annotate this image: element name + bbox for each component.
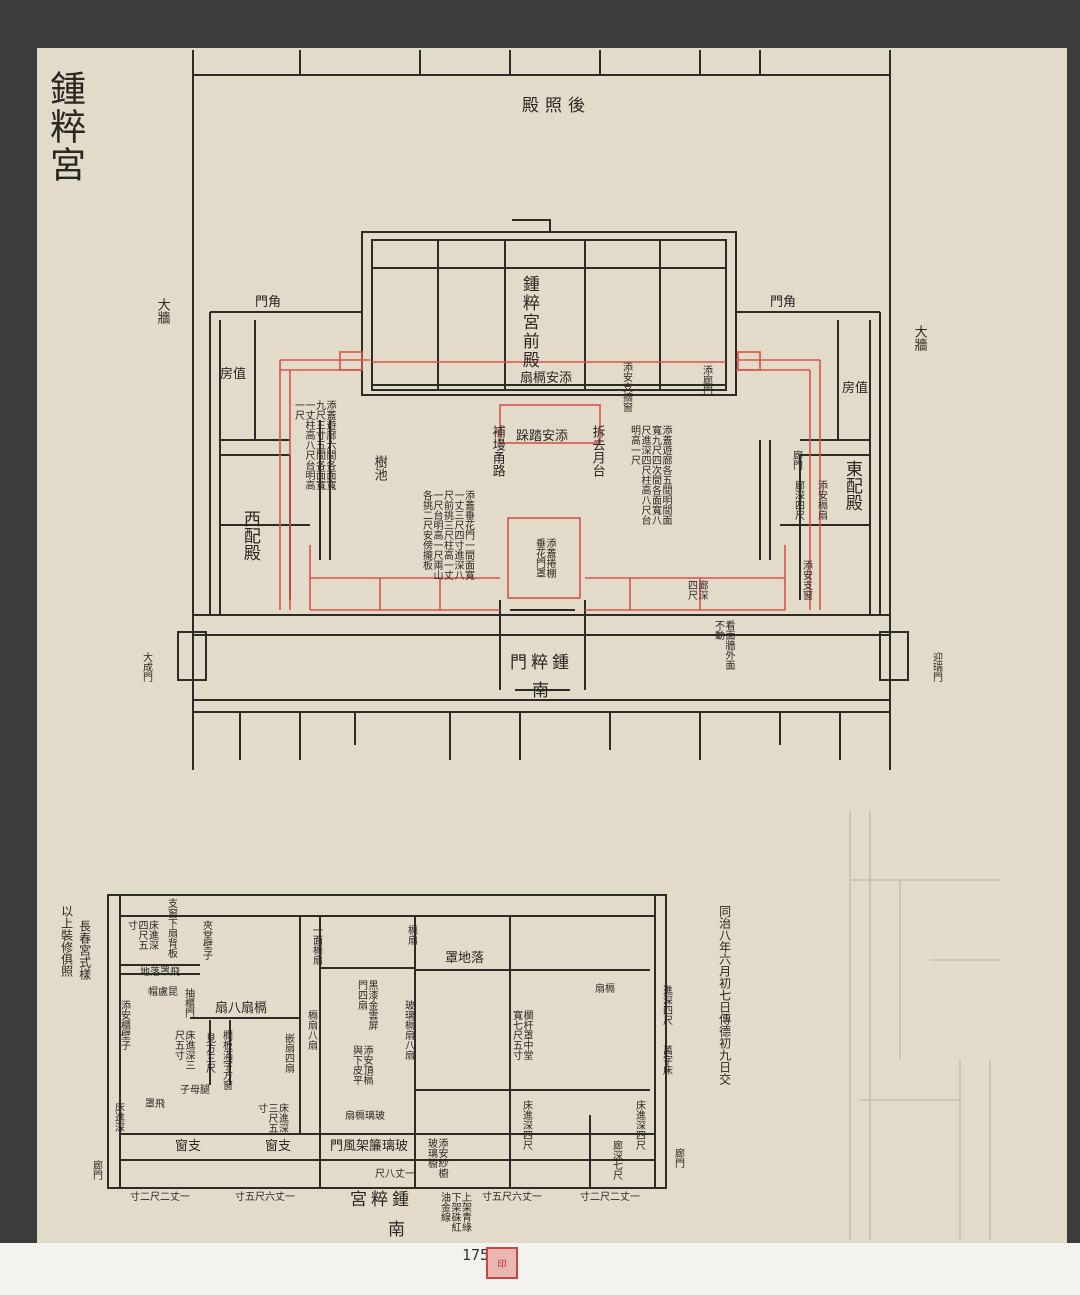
plan-label: 玻璃簾架風門 [330,1139,409,1154]
steps-label: 添安踏跺 [516,429,569,444]
left-duty-room: 值房 [220,367,247,382]
rear-hall-label: 後照殿 [522,96,591,116]
faint-sketch [849,810,1000,1240]
page-footer [0,1243,1080,1295]
plan-label: 黑漆金雲屏門四扇 [355,980,378,1030]
plan-label: 廊深七尺 [610,1140,622,1180]
plan-label: 夾堂壁子 [200,920,212,960]
building-label: 鍾粹宮 [350,1190,413,1210]
collection-seal: 印 [486,1247,518,1279]
south-label-upper: 南 [532,681,549,701]
plan-label: 飛罩 [145,1099,165,1110]
plan-label: 槅扇八扇 [215,1001,268,1016]
plan-label: 支窗 [265,1139,292,1154]
date-note: 同治八年六月初七日傳德初九日交 [717,905,732,1085]
right-gate-label: 迎瑞門 [930,652,942,682]
plan-label: 添安紗櫥玻璃櫥 [425,1138,448,1178]
plan-label: 一面槅扇 [310,925,322,965]
plan-label: 床進深四尺 [633,1100,645,1150]
left-wall-label: 大牆 [154,298,170,324]
left-gate-label: 大成門 [140,652,152,682]
plan-label: 欄杆罩中堂寬七尺五寸 [510,1010,533,1060]
plan-label: 床進深四尺五寸 [125,920,158,950]
right-wall-label: 大牆 [911,325,927,351]
rear-wall [192,50,891,770]
plan-label: 床進深 [112,1102,124,1132]
east-corridor-depth: 廊深四尺 [792,480,804,520]
red-additions [279,351,821,611]
east-hall-label: 東配殿 [841,460,862,511]
right-duty-room: 值房 [842,381,869,396]
east-partition-label: 添安槅扇 [815,480,827,520]
plan-label: 廊門 [90,1160,102,1180]
plan-label: 玻璃槅扇 [345,1111,385,1122]
plan-label: 欄板滿字方窗 [220,1030,232,1090]
plan-label: 進深四尺 [660,985,672,1025]
plan-label: 床進深四尺 [520,1100,532,1150]
plan-label: 床進深三尺五寸 [255,1103,288,1133]
plan-label: 飛罩落地 [140,967,180,978]
dimension-4: 一丈二尺二寸 [580,1192,640,1203]
dimension-center: 一丈八尺 [375,1169,415,1180]
plan-label: 槅扇 [405,925,417,945]
partition-label: 添安槅扇 [520,371,573,386]
east-window-label: 添安支窗 [800,560,812,600]
plan-label: 玻璃槅扇八扇 [402,1000,414,1060]
plan-label: 嵌扇四扇 [282,1033,294,1073]
plan-label: 槅扇 [595,984,615,995]
wall-note: 看面牆外面不動 [712,620,735,670]
plan-label: 落地罩 [445,951,485,966]
drawing-title: 鍾粹宮 [44,70,85,184]
east-veranda-note: 添蓋遊廊各五間明間面寬九尺四次間各面寬八尺進深四尺柱高八尺台明高一尺 [628,425,672,525]
plan-label: 抽櫃門 [182,988,194,1018]
left-corner-gate: 角門 [255,295,282,310]
plan-label: 添安頂槅與下皮平 [350,1045,373,1085]
dimension-1: 一丈二尺二寸 [130,1192,190,1203]
south-label-lower: 南 [388,1220,405,1240]
east-corridor-door: 廊門 [790,450,802,470]
plan-label: 昆盧帽 [148,987,178,998]
side-note-2: 長春宮式樣 [77,920,92,980]
paper-sheet [37,48,1067,1243]
west-hall-label: 西配殿 [239,510,260,561]
finish-note: 上架青綠下架硃紅油金線 [438,1192,471,1232]
front-hall-label: 鍾粹宮前殿 [518,275,539,370]
corridor-door-label: 添廊門 [700,365,712,395]
flower-gate-label: 添蓋捲棚垂花門罩 [533,538,556,578]
plan-label: 支窗下扇背板 [165,898,177,958]
lower-floor-plan [107,894,667,1189]
paved-path-label: 補墁甬路 [489,425,505,477]
plan-label: 支窗 [175,1139,202,1154]
right-gate-outline [879,631,909,681]
page-number: 175 [462,1246,490,1264]
corridor-depth-label: 廊深四尺 [685,580,708,600]
plan-label: 槅扇八扇 [305,1010,317,1050]
left-gate-outline [177,631,207,681]
plan-label: 添安櫃壁子 [118,1000,130,1050]
window-note: 添安支摘窗 [620,362,632,412]
plan-label: 子母腿 [180,1085,210,1096]
dimension-2: 一丈六尺五寸 [235,1192,295,1203]
side-note-1: 以上裝修俱照 [59,905,74,977]
plan-label: 見方三尺 [203,1033,215,1073]
plan-label: 廊門 [672,1148,684,1168]
plan-label: 萬字床 [660,1045,672,1075]
main-gate-label: 鍾粹門 [510,653,573,673]
plan-label: 床進深三尺五寸 [172,1030,195,1070]
west-veranda-note: 添蓋遊廊六間各面寬九尺三寸五間各面寬一丈柱高八尺台明高一尺 [292,400,336,490]
right-corner-gate: 角門 [770,295,797,310]
dimension-3: 一丈六尺五寸 [482,1192,542,1203]
tree-bed-label: 樹池 [371,455,387,481]
remove-terrace-label: 拆去月台 [589,425,605,477]
flower-gate-note: 添蓋垂花門一間面寬一丈三尺四寸進深八尺前挑三尺柱高一丈一尺台明高一尺兩山各挑二尺… [420,490,474,580]
